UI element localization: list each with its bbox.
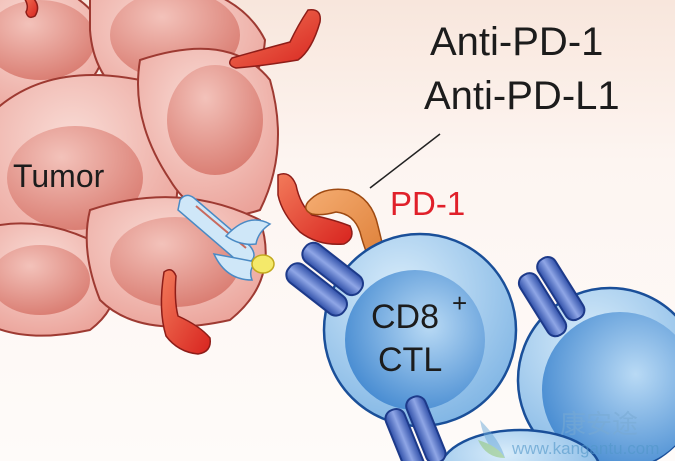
anti-pd-1-label: Anti-PD-1	[430, 20, 604, 64]
pointer-line	[369, 133, 441, 189]
watermark-logo-icon	[478, 420, 505, 458]
pd-l1-ligands	[24, 0, 353, 355]
mhc-molecule	[177, 194, 272, 281]
pd-l1-icon	[24, 0, 39, 19]
watermark-text: 康安途	[560, 410, 639, 440]
cd8-superscript: +	[452, 288, 468, 318]
pd-l1-icon	[277, 173, 353, 245]
tumor-label: Tumor	[13, 158, 105, 194]
ctl-label: CTL	[378, 341, 443, 379]
pd-1-label: PD-1	[390, 185, 466, 222]
pd-l1-icon	[229, 9, 321, 69]
tcr-icon	[384, 395, 447, 461]
antigen-peptide-icon	[251, 254, 275, 274]
cd8-label: CD8	[371, 298, 440, 336]
t-cell-tertiary	[440, 428, 600, 461]
watermark-url: www.kangantu.com	[512, 439, 660, 458]
anti-pd-l1-label: Anti-PD-L1	[424, 74, 620, 118]
cd8-t-cell	[322, 232, 518, 428]
tcr-icon	[285, 241, 364, 317]
tumor-cell-cluster	[0, 0, 279, 337]
tcr-icon	[517, 255, 586, 338]
tcr-receptors	[285, 241, 586, 461]
pd-l1-icon	[160, 269, 211, 355]
